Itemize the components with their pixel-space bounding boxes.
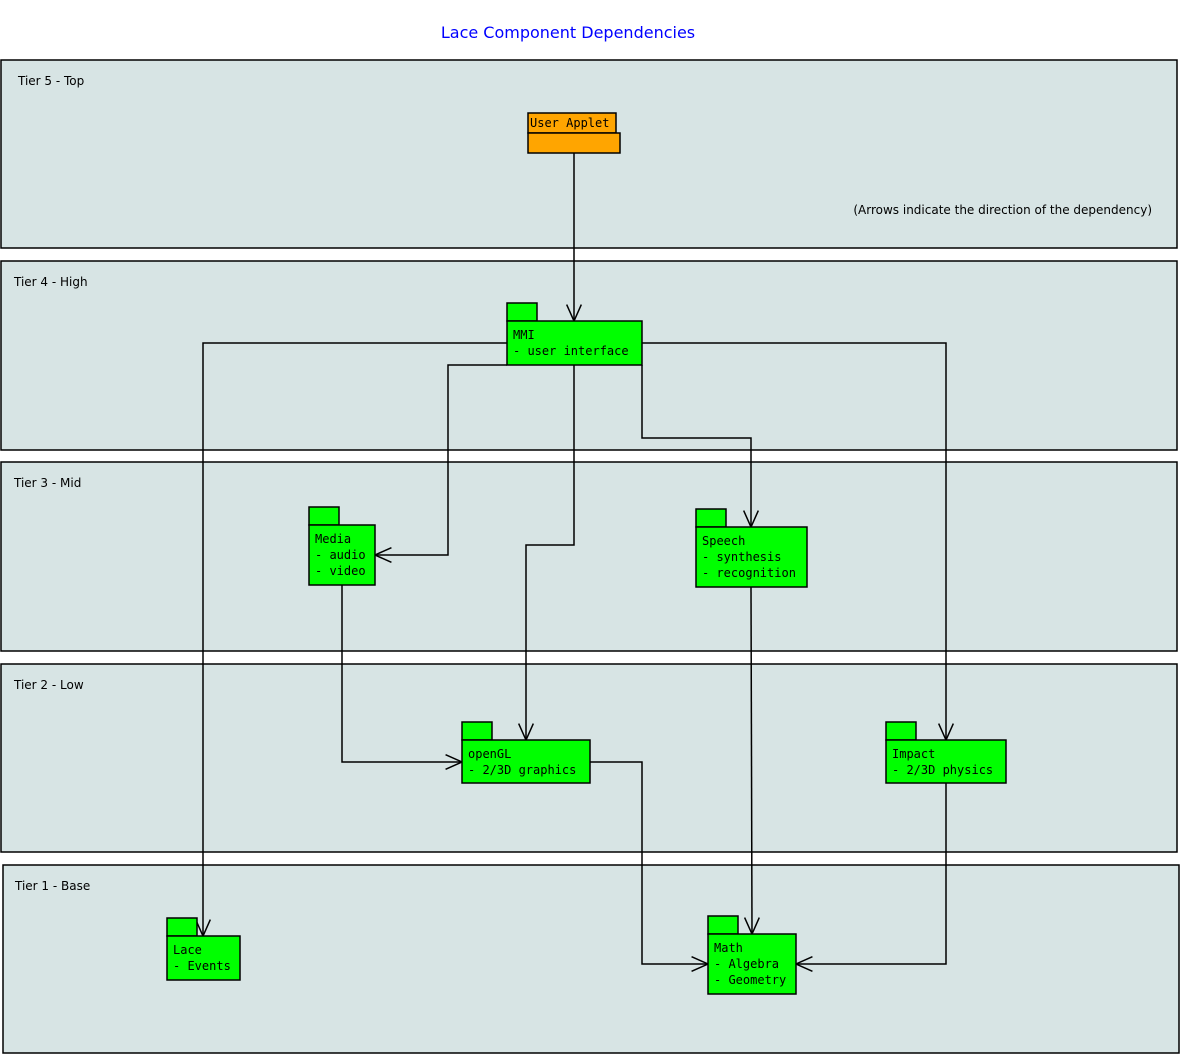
- package-tab: [885, 721, 917, 741]
- package-body: [527, 132, 621, 154]
- package-feature: - synthesis: [702, 550, 781, 564]
- package-speech[interactable]: Speech - synthesis - recognition: [695, 508, 808, 588]
- diagram-title: Lace Component Dependencies: [441, 23, 695, 42]
- package-tab: [166, 917, 198, 937]
- tier-label: Tier 4 - High: [13, 275, 88, 289]
- tier-band: [0, 461, 1178, 652]
- package-impact[interactable]: Impact - 2/3D physics: [885, 721, 1007, 784]
- package-feature: - Algebra: [714, 957, 779, 971]
- package-tab: [506, 302, 538, 322]
- package-body: [308, 524, 376, 586]
- package-mmi[interactable]: MMI - user interface: [506, 302, 643, 366]
- package-body: [166, 935, 241, 981]
- package-feature: - 2/3D physics: [892, 763, 993, 777]
- package-feature: - Geometry: [714, 973, 786, 987]
- package-tab: [707, 915, 739, 935]
- package-tab: [308, 506, 340, 526]
- package-opengl[interactable]: openGL - 2/3D graphics: [461, 721, 591, 784]
- package-name: openGL: [468, 747, 511, 761]
- package-feature: - recognition: [702, 566, 796, 580]
- package-body: [506, 320, 643, 366]
- package-name: Math: [714, 941, 743, 955]
- package-name: Impact: [892, 747, 935, 761]
- package-applet[interactable]: User Applet: [527, 112, 621, 154]
- package-feature: - Events: [173, 959, 231, 973]
- package-tab: [461, 721, 493, 741]
- package-feature: - user interface: [513, 344, 629, 358]
- package-name: MMI: [513, 328, 535, 342]
- tier-label: Tier 5 - Top: [17, 74, 84, 88]
- note: (Arrows indicate the direction of the de…: [853, 203, 1152, 217]
- tier-label: Tier 1 - Base: [14, 879, 90, 893]
- package-feature: - 2/3D graphics: [468, 763, 576, 777]
- package-tab: [695, 508, 727, 528]
- package-feature: - audio: [315, 548, 366, 562]
- package-body: [695, 526, 808, 588]
- package-name: Lace: [173, 943, 202, 957]
- tier-label: Tier 2 - Low: [13, 678, 84, 692]
- package-body: [461, 739, 591, 784]
- package-name: Media: [315, 532, 351, 546]
- package-body: [885, 739, 1007, 784]
- tier-label: Tier 3 - Mid: [13, 476, 81, 490]
- tier-band: [0, 59, 1178, 249]
- package-feature: - video: [315, 564, 366, 578]
- package-media[interactable]: Media - audio - video: [308, 506, 376, 586]
- package-lace[interactable]: Lace - Events: [166, 917, 241, 981]
- package-name: Speech: [702, 534, 745, 548]
- package-math[interactable]: Math - Algebra - Geometry: [707, 915, 797, 995]
- package-name: User Applet: [530, 116, 609, 130]
- package-body: [707, 933, 797, 995]
